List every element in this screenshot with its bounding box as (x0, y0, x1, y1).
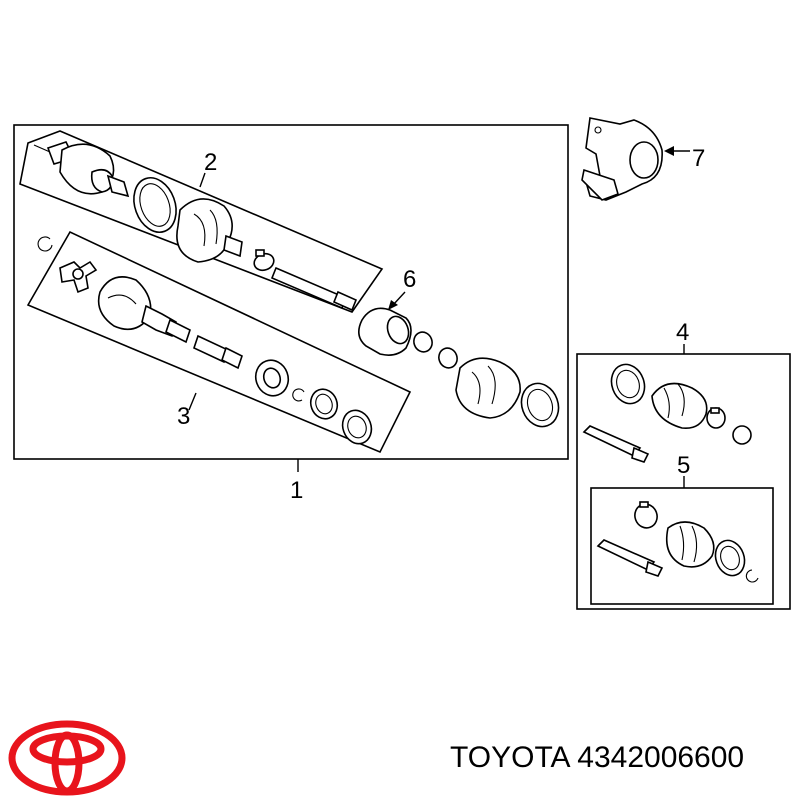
inner-boot-band-1 (413, 331, 433, 353)
tripod-spider (59, 260, 98, 294)
outer-boot-clamp (133, 177, 177, 233)
assembly-3-frame (26, 230, 412, 454)
boot-kit-5-band (634, 501, 658, 529)
assembly-1-frame (13, 124, 569, 460)
outer-boot (176, 198, 243, 263)
oil-seal (341, 409, 373, 445)
callout-7-arrowhead (664, 146, 674, 156)
boot-kit-5-circlip (745, 569, 759, 583)
inner-boot-clamp (520, 382, 560, 428)
dynamic-damper (358, 307, 412, 356)
grease-tube-5 (596, 539, 664, 577)
callout-7: 7 (692, 145, 705, 172)
bearing (254, 359, 290, 397)
inner-boot-band-2 (438, 347, 458, 369)
assembly-2-frame (19, 130, 384, 313)
snap-ring (292, 388, 305, 402)
callout-3: 3 (177, 403, 190, 430)
brand-name: TOYOTA (450, 741, 569, 774)
boot-kit-4-band-2 (732, 425, 752, 445)
callout-1: 1 (290, 477, 303, 504)
callout-4: 4 (676, 319, 689, 346)
callout-2: 2 (204, 149, 217, 176)
callout-6-arrowhead (388, 300, 398, 310)
callout-6: 6 (403, 266, 416, 293)
assembly-5-frame (590, 487, 774, 605)
boot-kit-4-clamp (610, 363, 646, 405)
inner-boot (455, 357, 521, 419)
bearing-bracket (581, 117, 663, 201)
boot-kit-4-boot (651, 382, 708, 430)
boot-kit-4-band (706, 407, 726, 429)
boot-kit-5-boot (665, 521, 715, 568)
outer-cv-joint (33, 141, 130, 198)
inner-cv-housing (97, 276, 191, 344)
grease-tube-4 (582, 425, 650, 463)
circlip-small (37, 236, 53, 252)
inner-stub-shaft (193, 334, 243, 370)
toyota-logo-icon (8, 720, 126, 796)
dust-seal (309, 388, 339, 420)
part-caption: TOYOTA 4342006600 (450, 741, 744, 775)
boot-band-small (253, 249, 275, 272)
axle-shaft (270, 266, 358, 312)
callout-5: 5 (677, 452, 690, 479)
boot-kit-5-clamp (714, 539, 746, 577)
part-number: 4342006600 (577, 741, 745, 774)
